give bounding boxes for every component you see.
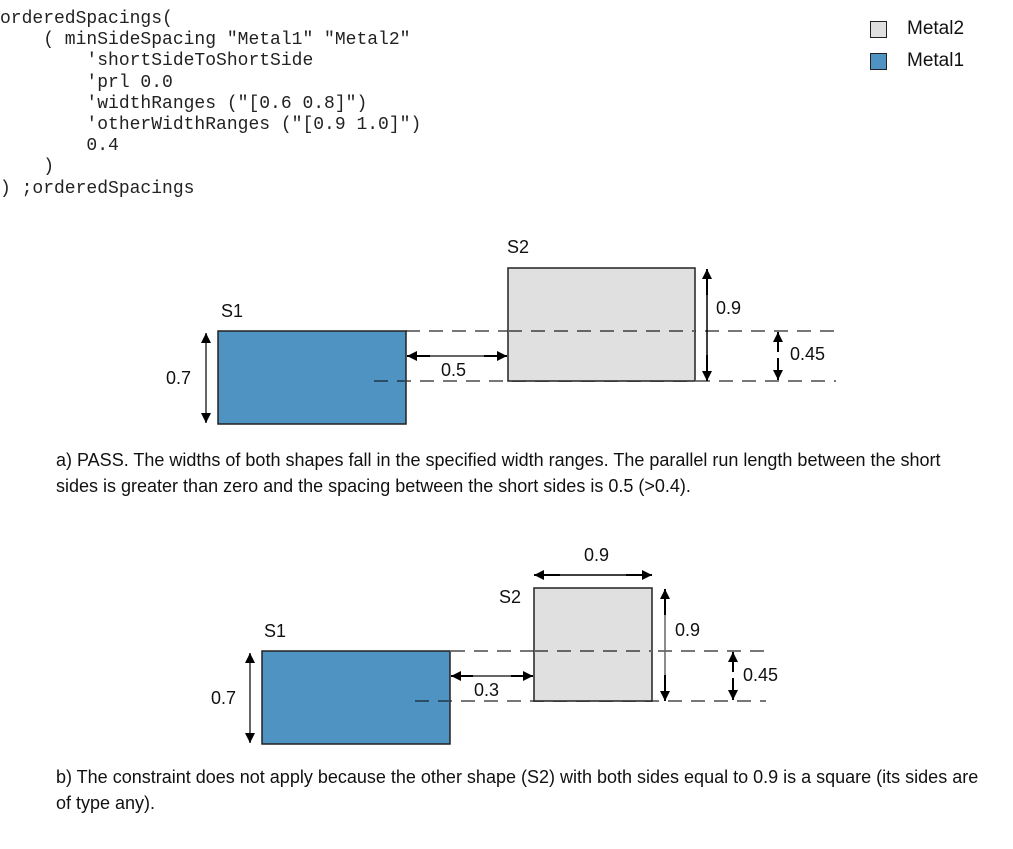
metal1-swatch	[870, 52, 887, 70]
code-block: orderedSpacings( ( minSideSpacing "Metal…	[0, 9, 421, 200]
legend-item-metal1: Metal1	[870, 45, 964, 77]
legend-label: Metal2	[907, 18, 965, 39]
code-line: 'widthRanges ("[0.6 0.8]")	[0, 93, 368, 114]
s2-metal2-shape	[507, 267, 696, 382]
s1-height-label: 0.7	[211, 688, 236, 708]
code-line: )	[0, 157, 55, 178]
overlap-label: 0.45	[743, 665, 778, 685]
spacing-label: 0.3	[474, 680, 499, 700]
s1-label: S1	[264, 621, 286, 641]
s2-label: S2	[507, 237, 529, 257]
code-line: ( minSideSpacing "Metal1" "Metal2"	[0, 30, 411, 51]
diagram-b: S1 S2 0.9 0.7 0.3 0.9 0.45	[211, 545, 778, 745]
diagram-a: S1 S2 0.7 0.5 0.9 0.45	[166, 237, 836, 425]
s1-metal1-shape	[261, 650, 451, 745]
s2-label: S2	[499, 587, 521, 607]
s2-height-label: 0.9	[716, 298, 741, 318]
overlap-label: 0.45	[790, 344, 825, 364]
metal2-swatch	[870, 20, 887, 38]
legend-item-metal2: Metal2	[870, 13, 964, 45]
s1-height-label: 0.7	[166, 368, 191, 388]
s2-width-label: 0.9	[584, 545, 609, 565]
spacing-label: 0.5	[441, 360, 466, 380]
legend: Metal2 Metal1	[870, 13, 964, 77]
s1-metal1-shape	[217, 330, 407, 425]
code-line: 0.4	[0, 136, 119, 157]
caption-b: b) The constraint does not apply because…	[56, 767, 979, 813]
legend-label: Metal1	[907, 50, 965, 71]
caption-a: a) PASS. The widths of both shapes fall …	[56, 450, 941, 496]
s1-label: S1	[221, 301, 243, 321]
code-line: 'prl 0.0	[0, 72, 173, 93]
code-line: orderedSpacings(	[0, 9, 173, 29]
code-line: 'otherWidthRanges ("[0.9 1.0]")	[0, 115, 422, 136]
s2-metal2-shape	[533, 587, 653, 702]
code-line: ) ;orderedSpacings	[0, 178, 195, 199]
code-line: 'shortSideToShortSide	[0, 51, 314, 72]
s2-height-label: 0.9	[675, 620, 700, 640]
